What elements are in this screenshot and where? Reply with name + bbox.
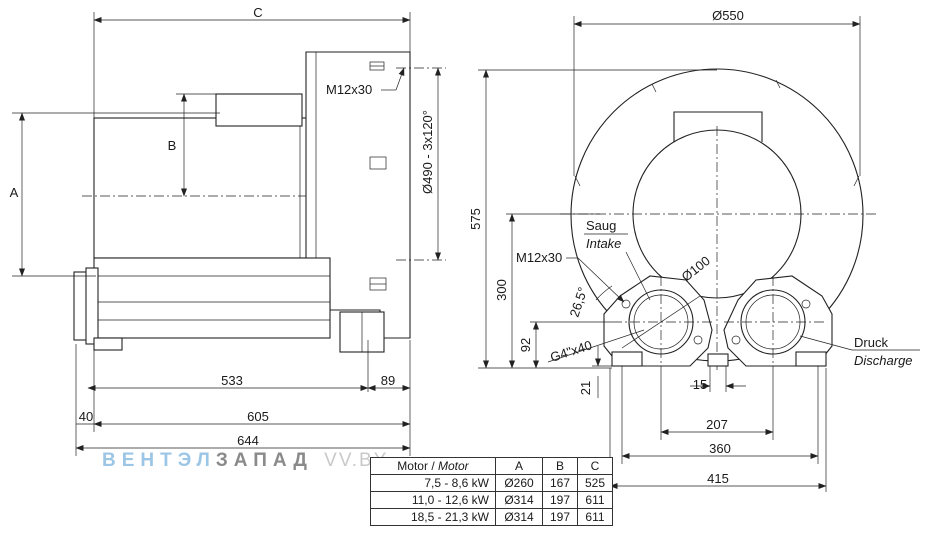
base-frame	[73, 257, 385, 353]
watermark-part1: ВЕНТЭЛ	[102, 450, 216, 471]
discharge-label-de: Druck	[854, 335, 888, 350]
thread-label-side: M12x30	[326, 82, 372, 97]
thread-callout-front: M12x30	[516, 250, 625, 303]
dimension-o490: Ø490 - 3x120°	[420, 67, 441, 261]
height-575-label: 575	[468, 208, 483, 230]
intake-labels: Saug Intake	[584, 218, 651, 301]
header-b: B	[542, 457, 578, 475]
watermark-part2: ЗАПАД	[215, 450, 313, 471]
angle-label: 26,5°	[567, 285, 591, 319]
bottom-dimensions-side: 533 89 605 40 644	[75, 340, 411, 456]
table-row: 7,5 - 8,6 kW Ø260 167 525	[370, 474, 613, 492]
dim-89-label: 89	[381, 373, 395, 388]
spec-table-header: Motor / Motor A B C	[370, 457, 613, 475]
dim-21-label: 21	[578, 381, 593, 395]
cell-c: 611	[577, 491, 613, 509]
dim-a-label: A	[10, 185, 19, 200]
cell-power: 11,0 - 12,6 kW	[370, 491, 496, 509]
flange-thread-label: G4"x40	[548, 337, 593, 365]
dim-b-label: B	[168, 138, 177, 153]
dia-550-label: Ø550	[712, 8, 744, 23]
cell-b: 197	[542, 508, 578, 526]
discharge-label-en: Discharge	[854, 353, 913, 368]
dim-605-label: 605	[247, 409, 269, 424]
header-c: C	[577, 457, 613, 475]
height-300-label: 300	[494, 279, 509, 301]
dim-415-label: 415	[707, 471, 729, 486]
cell-b: 167	[542, 474, 578, 492]
dim-533-label: 533	[221, 373, 243, 388]
angle-dim-label: Ø490 - 3x120°	[420, 110, 435, 194]
header-motor: Motor / Motor	[370, 457, 496, 475]
cell-c: 525	[577, 474, 613, 492]
cell-a: Ø314	[495, 491, 543, 509]
dim-644-label: 644	[237, 433, 259, 448]
cell-c: 611	[577, 508, 613, 526]
cell-power: 18,5 - 21,3 kW	[370, 508, 496, 526]
dim-15-label: 15	[693, 377, 707, 392]
dim-40-label: 40	[79, 409, 93, 424]
spec-table: Motor / Motor A B C 7,5 - 8,6 kW Ø260 16…	[370, 457, 613, 526]
table-row: 18,5 - 21,3 kW Ø314 197 611	[370, 508, 613, 526]
intake-label-en: Intake	[586, 236, 621, 251]
side-view: C	[10, 5, 446, 456]
bottom-dimensions-front: 15 207 360 415	[609, 366, 827, 492]
header-a: A	[495, 457, 543, 475]
thread-callout-side: M12x30	[326, 67, 405, 97]
dim-207-label: 207	[706, 417, 728, 432]
discharge-labels: Druck Discharge	[799, 335, 920, 368]
dim-c-label: C	[253, 5, 262, 20]
discharge-port	[724, 276, 824, 372]
table-row: 11,0 - 12,6 kW Ø314 197 611	[370, 491, 613, 509]
front-view: Ø550	[468, 8, 920, 492]
dim-360-label: 360	[709, 441, 731, 456]
intake-port	[612, 276, 712, 372]
cell-a: Ø314	[495, 508, 543, 526]
dimension-o550: Ø550	[573, 8, 861, 176]
cell-a: Ø260	[495, 474, 543, 492]
cell-b: 197	[542, 491, 578, 509]
cell-power: 7,5 - 8,6 kW	[370, 474, 496, 492]
watermark-logo: ВЕНТЭЛЗАПАД VV.BY	[102, 450, 388, 472]
thread-label-front: M12x30	[516, 250, 562, 265]
vertical-dimensions-front: 575 300 92 21	[468, 69, 717, 398]
height-92-label: 92	[518, 338, 533, 352]
motor-body	[82, 93, 318, 259]
intake-label-de: Saug	[586, 218, 616, 233]
dimension-b: B	[168, 93, 218, 197]
